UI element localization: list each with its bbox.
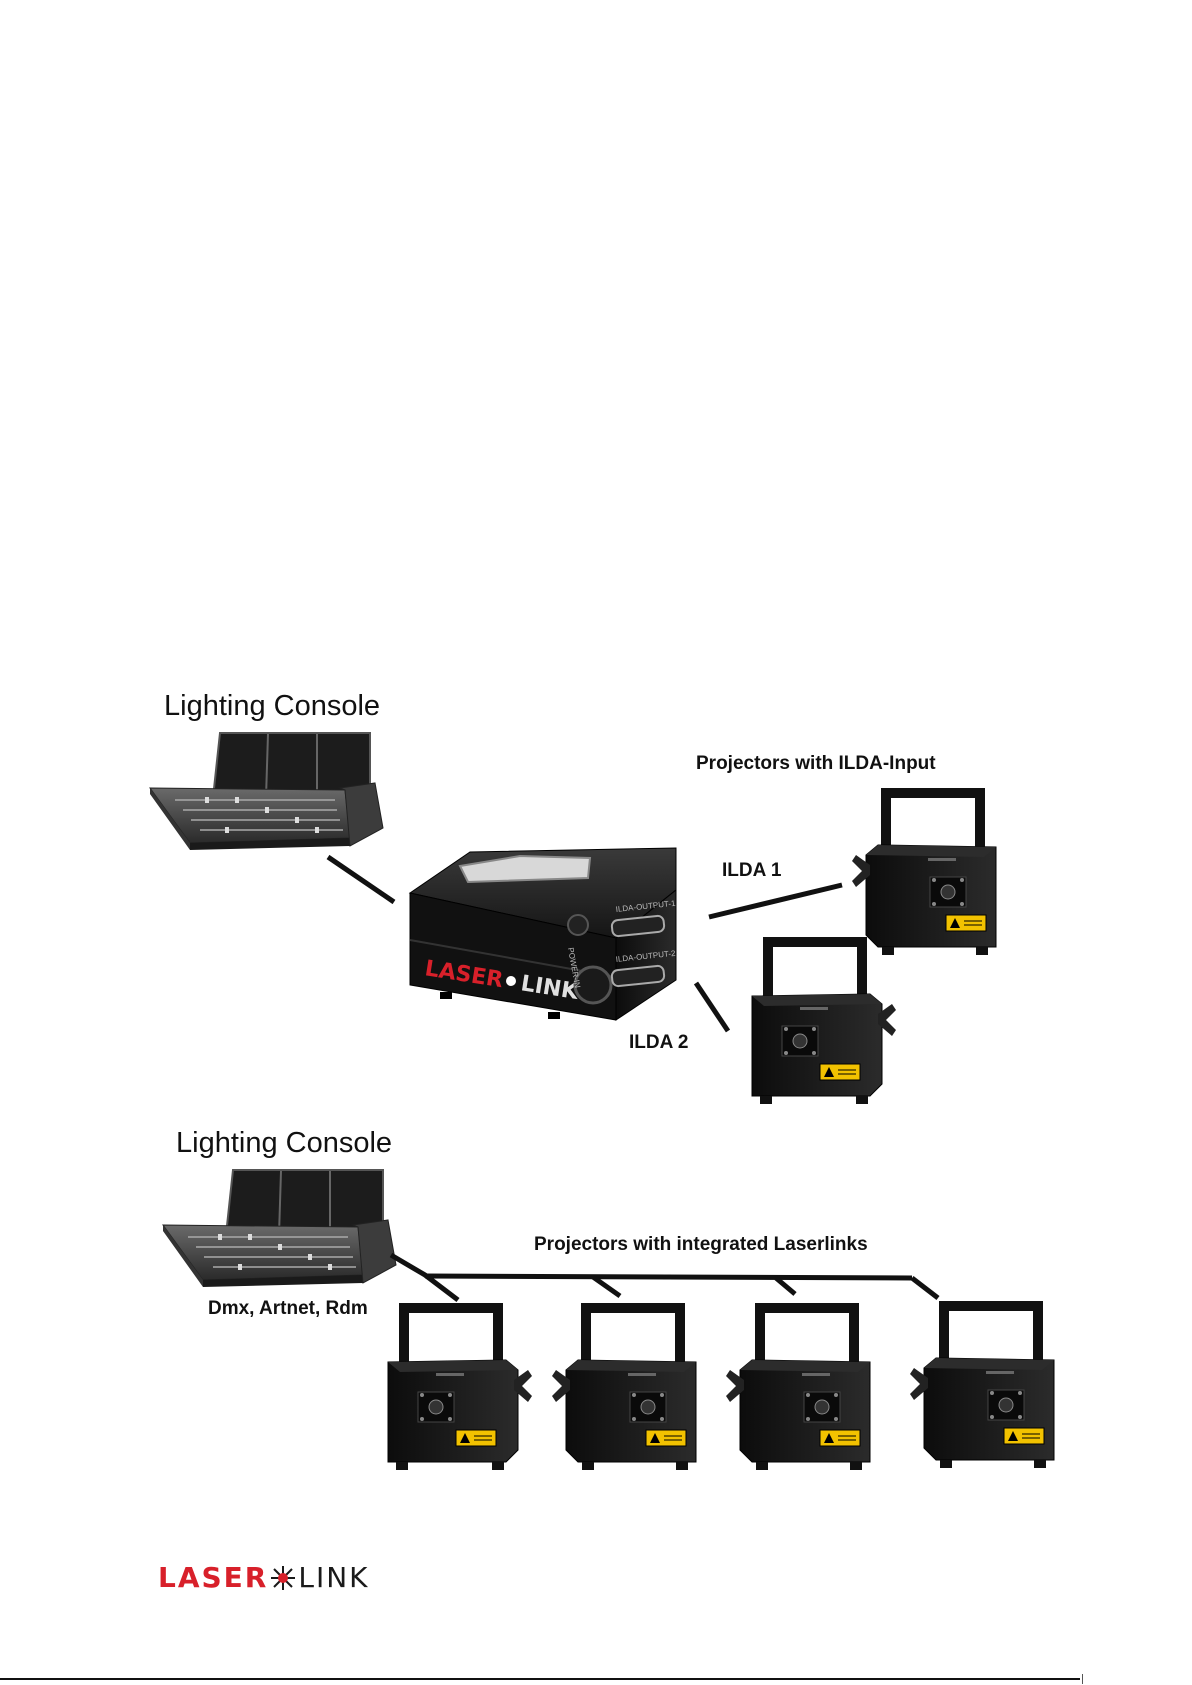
projector-integrated-4 (910, 1306, 1054, 1468)
footer-logo-laser: LASER (158, 1561, 268, 1594)
label-projectors-integrated: Projectors with integrated Laserlinks (534, 1234, 868, 1256)
cable-console-to-box (328, 857, 394, 902)
power-in-port (568, 915, 588, 935)
footer-rule (0, 1678, 1080, 1680)
label-lighting-console-top: Lighting Console (164, 690, 380, 723)
box-brand-star-icon (506, 976, 516, 986)
footer-logo: LASER LINK (158, 1561, 370, 1594)
label-ilda-1: ILDA 1 (722, 860, 781, 882)
lighting-console-bottom (163, 1170, 396, 1287)
footer-logo-link: LINK (298, 1561, 369, 1594)
laserlink-interface-box: LASER LINK ILDA-OUTPUT-1 ILDA-OUTPUT-2 P… (410, 848, 676, 1020)
label-ilda-2: ILDA 2 (629, 1032, 688, 1054)
label-projectors-ilda: Projectors with ILDA-Input (696, 753, 936, 775)
cable-ilda-2 (696, 983, 728, 1031)
cable-bus (391, 1255, 938, 1300)
projector-integrated-1 (388, 1308, 532, 1470)
projector-integrated-2 (552, 1308, 696, 1470)
projector-integrated-3 (726, 1308, 870, 1470)
cable-ilda-1 (709, 885, 842, 917)
label-protocols: Dmx, Artnet, Rdm (208, 1298, 368, 1320)
projector-ilda-1 (852, 793, 996, 955)
lighting-console-top (150, 733, 383, 850)
label-lighting-console-bottom: Lighting Console (176, 1127, 392, 1160)
footer-logo-star-icon (270, 1565, 296, 1591)
footer-tick (1082, 1674, 1083, 1684)
projector-ilda-2 (752, 942, 896, 1104)
